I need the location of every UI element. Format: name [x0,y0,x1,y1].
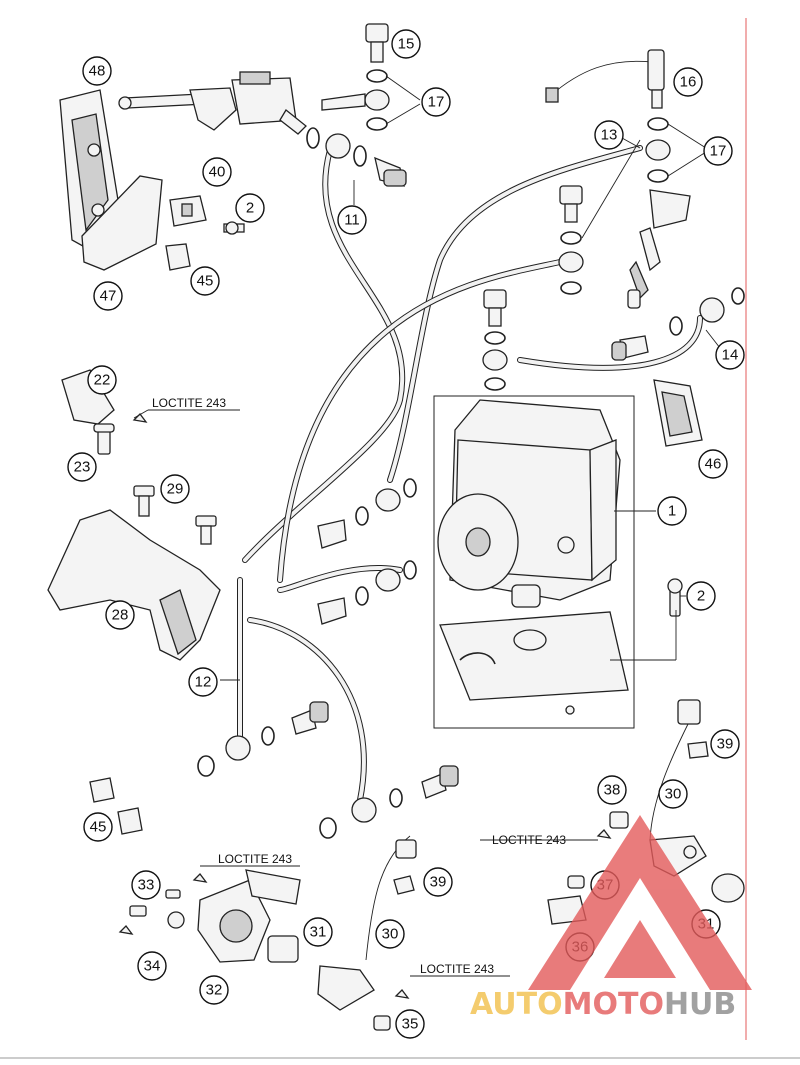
callout-2: 2 [686,581,716,611]
svg-text:38: 38 [604,782,621,799]
banjo-set-14 [611,287,745,361]
svg-text:12: 12 [195,674,212,691]
svg-text:13: 13 [601,127,618,144]
callout-14: 14 [715,340,745,370]
svg-text:46: 46 [705,456,722,473]
front-master-cylinder [118,71,307,135]
svg-text:11: 11 [344,212,360,229]
callout-39: 39 [710,729,740,759]
svg-text:17: 17 [710,143,727,160]
svg-text:2: 2 [246,200,254,217]
svg-text:30: 30 [382,926,399,943]
svg-text:16: 16 [680,74,697,91]
svg-text:29: 29 [167,481,184,498]
front-wheel-sensor [547,699,745,925]
callout-17: 17 [703,136,733,166]
loctite-note-1: LOCTITE 243 [152,396,226,410]
mounting-bracket-28 [47,509,221,661]
svg-text:45: 45 [197,273,214,290]
svg-text:22: 22 [94,372,111,389]
rear-wheel-sensor [118,835,417,1031]
bracket-22 [61,369,148,455]
svg-text:39: 39 [430,874,447,891]
abs-left-fittings [317,478,417,625]
watermark-text: AUTOMOTOHUB [470,987,736,1022]
heel-guard-47-48 [59,89,163,271]
callout-45: 45 [190,266,220,296]
callout-46: 46 [698,449,728,479]
svg-text:28: 28 [112,607,129,624]
svg-text:35: 35 [402,1016,419,1033]
bolts-29 [133,485,217,545]
rear-master-cylinder [627,189,691,309]
callout-47: 47 [93,281,123,311]
pressure-switch-16 [545,49,671,183]
callout-30: 30 [658,779,688,809]
callout-30: 30 [375,919,405,949]
callout-2: 2 [235,193,265,223]
svg-text:2: 2 [697,588,705,605]
svg-text:30: 30 [665,786,682,803]
brake-hoses [237,145,703,803]
clips-45-bottom [89,777,143,835]
callout-29: 29 [160,474,190,504]
automotohub-watermark: AUTOMOTOHUB [470,815,752,1022]
callout-31: 31 [303,917,333,947]
callout-13: 13 [594,120,624,150]
rubber-mount-46 [653,379,703,447]
callout-39: 39 [423,867,453,897]
svg-text:1: 1 [668,503,676,520]
hose-12-fittings [197,701,459,839]
callout-33: 33 [131,870,161,900]
callout-45: 45 [83,812,113,842]
svg-text:47: 47 [100,288,117,305]
callout-28: 28 [105,600,135,630]
loctite-notes: LOCTITE 243 LOCTITE 243 LOCTITE 243 LOCT… [152,396,566,976]
loctite-note-2: LOCTITE 243 [492,833,566,847]
svg-text:40: 40 [209,164,226,181]
callout-38: 38 [597,775,627,805]
callout-17: 17 [421,87,451,117]
callout-11: 11 [337,205,367,235]
svg-text:48: 48 [89,63,106,80]
callout-12: 12 [188,667,218,697]
banjo-bolt-15-set [321,23,390,131]
svg-text:39: 39 [717,736,734,753]
svg-text:17: 17 [428,94,445,111]
svg-text:23: 23 [74,459,91,476]
svg-text:45: 45 [90,819,107,836]
abs-hydraulic-unit [433,395,635,729]
callout-34: 34 [137,951,167,981]
watermark-triangle [528,815,752,990]
callout-23: 23 [67,452,97,482]
banjo-fitting-11 [306,127,407,187]
callout-48: 48 [82,56,112,86]
svg-text:34: 34 [144,958,161,975]
loctite-note-4: LOCTITE 243 [420,962,494,976]
callout-15: 15 [391,29,421,59]
callout-22: 22 [87,365,117,395]
screw-2-abs [667,578,683,617]
callout-1: 1 [657,496,687,526]
clamp-40 [169,195,245,235]
banjo-set-abs-top [482,289,508,391]
svg-text:33: 33 [138,877,155,894]
svg-text:32: 32 [206,982,223,999]
callout-40: 40 [202,157,232,187]
svg-text:31: 31 [310,924,327,941]
callout-16: 16 [673,67,703,97]
leader-lines [133,75,721,977]
loctite-note-3: LOCTITE 243 [218,852,292,866]
callout-32: 32 [199,975,229,1005]
svg-text:15: 15 [398,36,415,53]
svg-text:14: 14 [722,347,739,364]
callout-35: 35 [395,1009,425,1039]
banjo-set-middle [558,185,584,295]
clip-45-top [165,243,191,271]
